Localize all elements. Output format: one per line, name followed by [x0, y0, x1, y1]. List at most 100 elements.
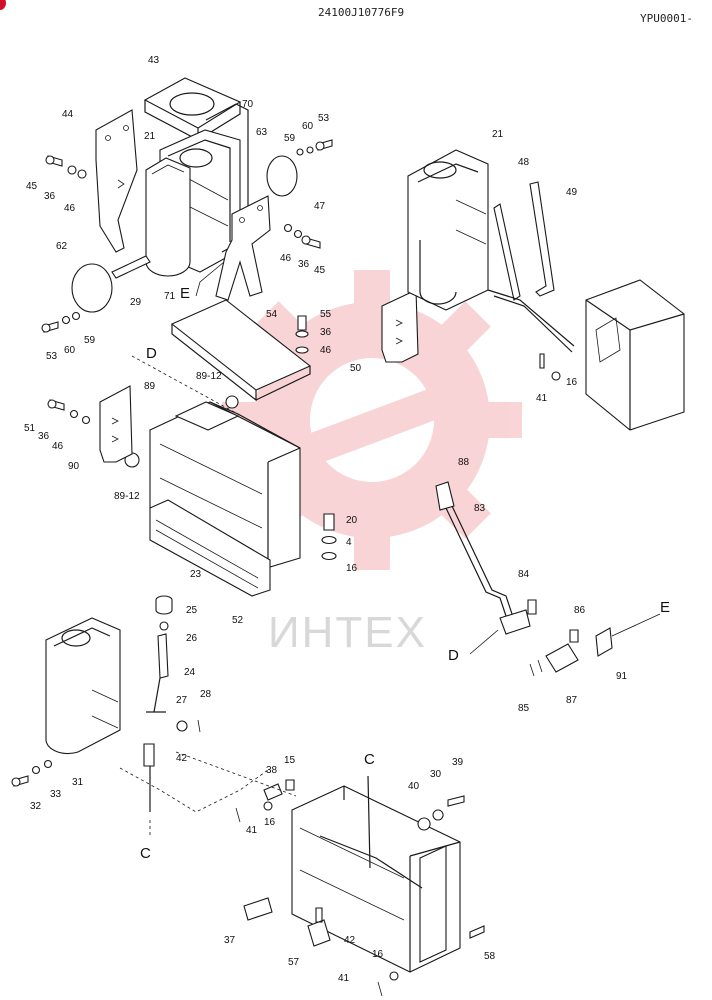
callout-54: 54 — [266, 309, 278, 320]
cover-71 — [145, 157, 191, 277]
cap-23 — [155, 595, 173, 615]
rod-48 — [493, 203, 521, 301]
callout-33: 33 — [50, 789, 62, 800]
callout-15: 15 — [284, 755, 296, 766]
fasteners-31-32-33 — [11, 759, 53, 787]
page-code: YPU0001- — [640, 12, 693, 25]
round-cover-62 — [71, 263, 113, 313]
callout-89: 89 — [144, 381, 156, 392]
bolt-39 — [447, 795, 465, 807]
callout-16-lower: 16 — [264, 817, 276, 828]
bolt-58 — [469, 925, 485, 939]
block-38 — [263, 783, 283, 801]
pin-41-lower — [377, 981, 383, 997]
callout-36: 36 — [38, 431, 50, 442]
callout-59: 59 — [84, 335, 96, 346]
leader-42 — [175, 751, 297, 797]
callout-40: 40 — [408, 781, 420, 792]
linkage-rod — [487, 289, 575, 347]
callout-52: 52 — [232, 615, 244, 626]
callout-20: 20 — [346, 515, 358, 526]
callout-21: 21 — [144, 131, 156, 142]
callout-27: 27 — [176, 695, 188, 706]
callout-86: 86 — [574, 605, 586, 616]
callout-51: 51 — [24, 423, 36, 434]
watermark-text: ИНТЕХ — [268, 608, 427, 657]
callout-50: 50 — [350, 363, 362, 374]
callout-88: 88 — [458, 457, 470, 468]
callout-46: 46 — [64, 203, 76, 214]
leader-C-left — [119, 767, 269, 813]
callout-42: 42 — [176, 753, 188, 764]
callout-32: 32 — [30, 801, 42, 812]
callout-59: 59 — [284, 133, 296, 144]
plate-54 — [170, 299, 312, 391]
bracket-50 — [381, 289, 419, 363]
callout-41-lower: 41 — [246, 825, 258, 836]
callout-60: 60 — [64, 345, 76, 356]
callout-36: 36 — [298, 259, 310, 270]
arm-24 — [146, 677, 166, 713]
callout-45: 45 — [26, 181, 38, 192]
callout-87: 87 — [566, 695, 578, 706]
callout-91: 91 — [616, 671, 628, 682]
callout-58: 58 — [484, 951, 496, 962]
callout-47: 47 — [314, 201, 326, 212]
pin-41-top — [539, 353, 545, 369]
callout-85: 85 — [518, 703, 530, 714]
rod-42-lower — [319, 835, 423, 889]
rod-C-lower — [367, 775, 371, 869]
washer-16 — [263, 801, 273, 811]
callout-90: 90 — [68, 461, 80, 472]
callout-26: 26 — [186, 633, 198, 644]
rod-49 — [529, 181, 555, 297]
callout-41-bottom: 41 — [338, 973, 350, 984]
callout-84: 84 — [518, 569, 530, 580]
leaders-D-E — [469, 613, 661, 655]
callout-24: 24 — [184, 667, 196, 678]
callout-30: 30 — [430, 769, 442, 780]
joint-42 — [143, 743, 155, 767]
corner-mark — [0, 0, 6, 10]
callout-71: 71 — [164, 291, 176, 302]
callout-46: 46 — [320, 345, 332, 356]
callout-46: 46 — [52, 441, 64, 452]
callout-57: 57 — [288, 957, 300, 968]
callout-36: 36 — [320, 327, 332, 338]
lever-83 — [445, 507, 509, 623]
callout-60: 60 — [302, 121, 314, 132]
fasteners-55-36-46 — [295, 315, 309, 354]
callout-25: 25 — [186, 605, 198, 616]
callout-39: 39 — [452, 757, 464, 768]
base-unit — [291, 785, 461, 973]
fasteners-20-4-16 — [321, 513, 337, 561]
bracket-90 — [99, 385, 133, 463]
side-bracket-47 — [215, 195, 271, 301]
pins-85 — [529, 659, 543, 677]
callout-E: E — [180, 285, 191, 302]
knob-88 — [435, 481, 455, 511]
callout-89-12: 89-12 — [196, 371, 222, 382]
callout-C-left: C — [140, 845, 151, 862]
callout-53: 53 — [46, 351, 58, 362]
bolt-84 — [527, 599, 537, 615]
callout-70: 70 — [242, 99, 254, 110]
screw-15 — [285, 779, 295, 791]
callout-C-right: C — [364, 751, 375, 768]
callout-38: 38 — [266, 765, 278, 776]
shaft-29 — [111, 255, 151, 279]
callout-28: 28 — [200, 689, 212, 700]
block-37 — [243, 897, 273, 921]
callout-46: 46 — [280, 253, 292, 264]
callout-55: 55 — [320, 309, 332, 320]
callout-36: 36 — [44, 191, 56, 202]
callout-83: 83 — [474, 503, 486, 514]
callout-16: 16 — [566, 377, 578, 388]
callout-48: 48 — [518, 157, 530, 168]
fasteners-51-36-46 — [47, 399, 91, 425]
callout-44: 44 — [62, 109, 74, 120]
callout-45: 45 — [314, 265, 326, 276]
leader-D — [131, 355, 301, 449]
